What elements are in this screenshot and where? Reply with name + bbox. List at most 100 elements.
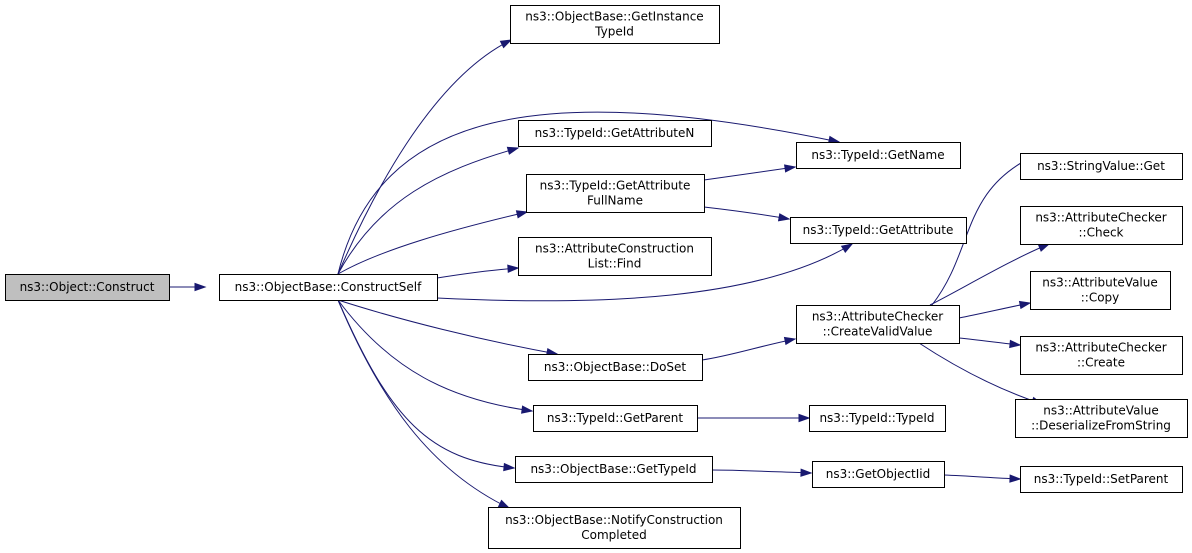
node-label: ::DeserializeFromString — [1031, 419, 1171, 433]
function-node-createvalidvalue[interactable]: ns3::AttributeChecker::CreateValidValue — [796, 305, 960, 344]
function-node-constructself[interactable]: ns3::ObjectBase::ConstructSelf — [219, 274, 438, 301]
call-edge-line — [337, 39, 512, 275]
function-node-setparent[interactable]: ns3::TypeId::SetParent — [1020, 466, 1183, 493]
function-node-deserialize[interactable]: ns3::AttributeValue::DeserializeFromStri… — [1015, 399, 1188, 438]
call-edge-line — [436, 267, 519, 279]
arrowhead-icon — [499, 39, 513, 49]
node-box — [528, 354, 703, 381]
arrowhead-icon — [194, 282, 207, 292]
call-edge — [337, 210, 529, 275]
call-edge — [958, 300, 1032, 319]
call-edge — [337, 39, 513, 275]
call-edge-line — [931, 154, 1037, 306]
arrowhead-icon — [777, 213, 791, 222]
call-edge — [958, 337, 1022, 349]
node-box — [518, 120, 712, 147]
call-edge-line — [701, 338, 796, 361]
node-label: ns3::TypeId::GetAttributeN — [535, 126, 695, 140]
function-node-stringvalueget[interactable]: ns3::StringValue::Get — [1020, 153, 1183, 180]
arrowhead-icon — [800, 468, 813, 477]
node-box — [1020, 466, 1183, 493]
function-node-gettypeid[interactable]: ns3::ObjectBase::GetTypeId — [515, 456, 713, 483]
call-edge-line — [958, 302, 1031, 319]
node-label: ns3::ObjectBase::DoSet — [544, 360, 687, 374]
arrowhead-icon — [798, 413, 811, 423]
node-label: ns3::ObjectBase::NotifyConstruction — [505, 513, 723, 527]
function-node-check[interactable]: ns3::AttributeChecker::Check — [1020, 206, 1183, 245]
arrowhead-icon — [783, 336, 797, 346]
node-label: ns3::TypeId::GetName — [811, 148, 944, 162]
call-edge-line — [711, 469, 812, 474]
node-label: TypeId — [594, 25, 634, 39]
function-node-getparent[interactable]: ns3::TypeId::GetParent — [533, 405, 698, 432]
arrowhead-icon — [1009, 339, 1022, 349]
node-box — [510, 5, 720, 44]
call-edge-line — [929, 243, 1050, 306]
node-label: ns3::TypeId::TypeId — [819, 411, 934, 425]
node-label: ns3::AttributeChecker — [1035, 341, 1166, 355]
node-label: ns3::ObjectBase::ConstructSelf — [235, 280, 422, 294]
function-node-copy[interactable]: ns3::AttributeValue::Copy — [1030, 271, 1171, 310]
node-label: ns3::AttributeConstruction — [535, 242, 694, 256]
call-edge — [943, 474, 1022, 483]
arrowhead-icon — [515, 210, 529, 219]
call-edge-line — [943, 474, 1021, 480]
call-edge — [337, 299, 559, 357]
call-edge-line — [337, 299, 558, 355]
call-edge — [711, 468, 813, 477]
arrowhead-icon — [1009, 474, 1022, 483]
node-label: ::Check — [1079, 226, 1124, 240]
node-label: ns3::TypeId::SetParent — [1034, 472, 1169, 486]
node-box — [1020, 336, 1183, 375]
call-edge — [701, 336, 797, 361]
node-box — [1020, 153, 1183, 180]
node-label: ns3::AttributeValue — [1042, 276, 1158, 290]
call-edge — [436, 243, 854, 302]
node-box — [526, 174, 705, 213]
call-edge — [697, 413, 811, 423]
function-node-doset[interactable]: ns3::ObjectBase::DoSet — [528, 354, 703, 381]
function-node-construct: ns3::Object::Construct — [5, 274, 170, 301]
function-node-getname[interactable]: ns3::TypeId::GetName — [796, 142, 961, 169]
node-box — [488, 507, 741, 549]
arrowhead-icon — [503, 462, 516, 472]
function-node-getattribute[interactable]: ns3::TypeId::GetAttribute — [790, 217, 967, 244]
call-edge-line — [337, 299, 510, 509]
function-node-notify[interactable]: ns3::ObjectBase::NotifyConstructionCompl… — [488, 507, 741, 549]
node-label: Completed — [581, 528, 646, 542]
call-edge-line — [436, 243, 853, 302]
function-node-getobjectiid[interactable]: ns3::GetObjectIid — [812, 461, 945, 488]
node-box — [1015, 399, 1188, 438]
call-edge — [337, 146, 520, 275]
node-box — [796, 305, 960, 344]
call-edge — [703, 206, 791, 222]
call-edge-line — [703, 206, 790, 220]
node-box — [796, 142, 961, 169]
call-edge — [436, 264, 520, 279]
function-node-typeid[interactable]: ns3::TypeId::TypeId — [809, 405, 946, 432]
node-label: ns3::Object::Construct — [20, 280, 155, 294]
node-box — [1020, 206, 1183, 245]
call-edge-line — [337, 147, 519, 275]
node-label: ns3::ObjectBase::GetInstance — [525, 10, 703, 24]
node-label: ::CreateValidValue — [823, 325, 933, 339]
arrowhead-icon — [1037, 243, 1051, 252]
call-edge-line — [337, 111, 840, 275]
arrowhead-icon — [840, 243, 854, 254]
call-edge — [703, 164, 797, 181]
node-label: ns3::AttributeValue — [1043, 404, 1159, 418]
node-label: ns3::TypeId::GetAttribute — [540, 179, 691, 193]
node-box — [812, 461, 945, 488]
function-node-getattributen[interactable]: ns3::TypeId::GetAttributeN — [518, 120, 712, 147]
function-node-create[interactable]: ns3::AttributeChecker::Create — [1020, 336, 1183, 375]
call-edge — [337, 299, 534, 414]
call-edge-line — [337, 211, 528, 275]
arrowhead-icon — [784, 164, 797, 173]
call-edge — [169, 282, 207, 292]
arrowhead-icon — [497, 499, 511, 509]
call-edge-line — [337, 299, 533, 412]
node-label: ns3::TypeId::GetAttribute — [803, 223, 954, 237]
